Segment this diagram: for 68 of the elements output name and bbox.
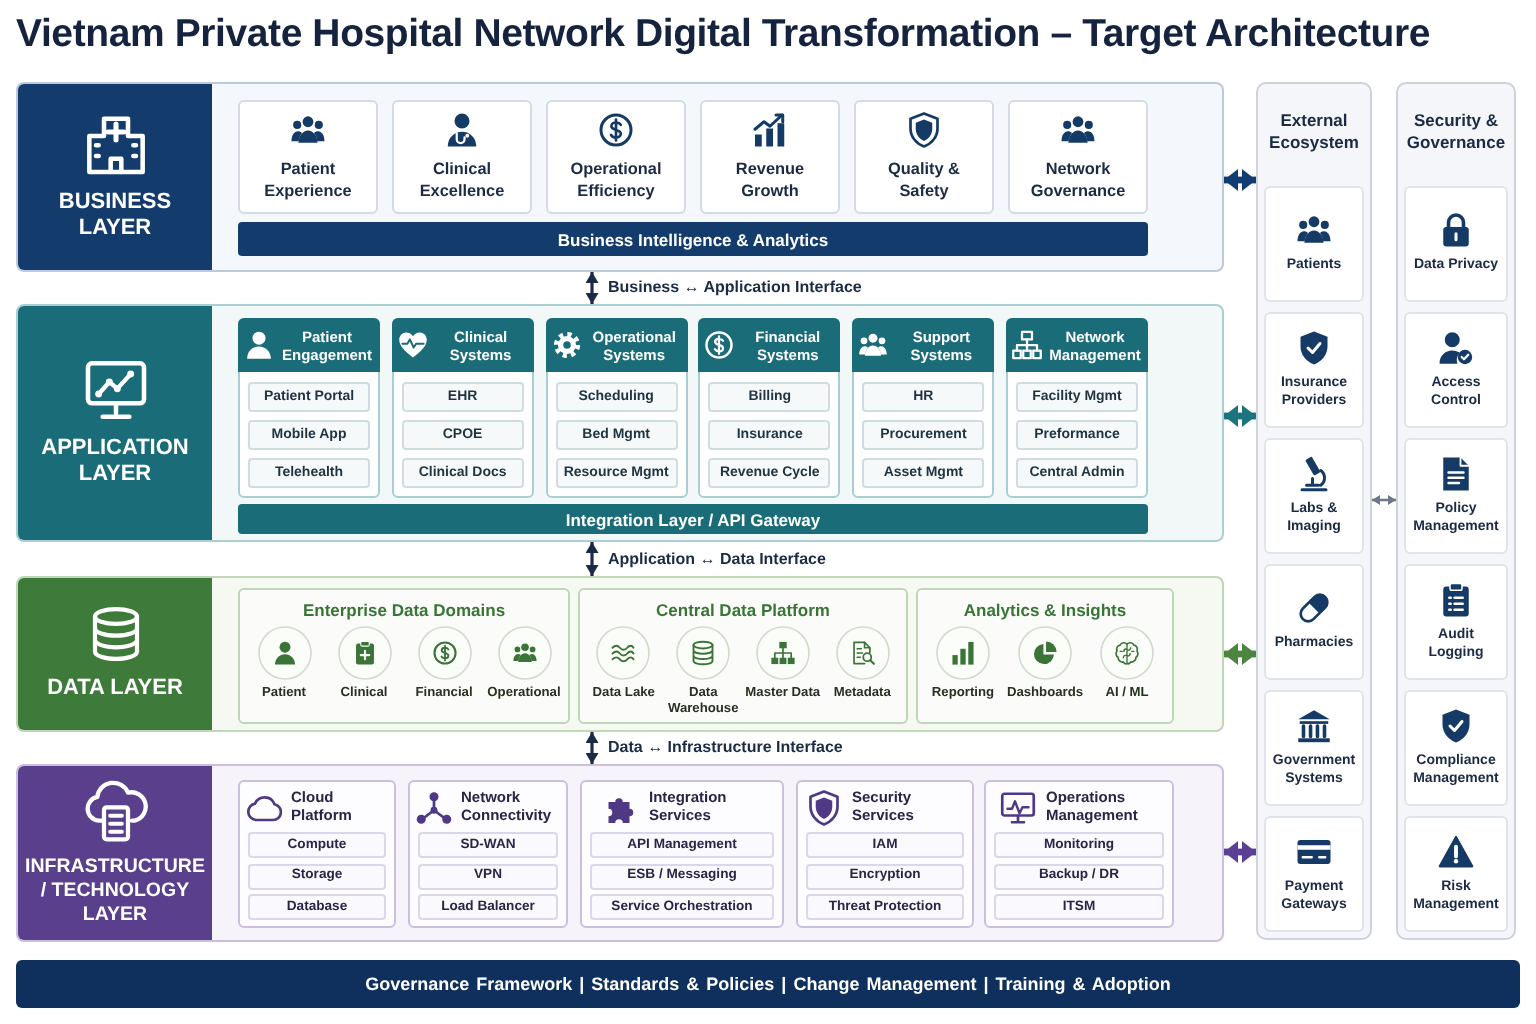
banner-bar: Integration Layer / API Gateway bbox=[238, 504, 1148, 534]
data-panel bbox=[238, 588, 570, 724]
double-arrow bbox=[1224, 173, 1256, 187]
edge-label: Application ↔ Data Interface bbox=[604, 549, 830, 569]
double-arrow bbox=[586, 272, 598, 304]
entity-card bbox=[1264, 816, 1364, 932]
edge-label: Business ↔ Application Interface bbox=[604, 278, 866, 298]
objective-card bbox=[700, 100, 840, 214]
card-title: Clinical Excellence bbox=[419, 160, 505, 199]
banner-bar: Business Intelligence & Analytics bbox=[238, 222, 1148, 256]
entity-card bbox=[1264, 564, 1364, 680]
layer-band bbox=[16, 576, 1224, 732]
double-arrow bbox=[1224, 845, 1256, 859]
column-title: External Ecosystem bbox=[1269, 110, 1359, 153]
system-column bbox=[1006, 318, 1148, 498]
entity-card bbox=[1264, 186, 1364, 302]
entity-card bbox=[1404, 186, 1508, 302]
objective-card bbox=[546, 100, 686, 214]
layer-band bbox=[16, 82, 1224, 272]
side-column bbox=[1256, 82, 1372, 940]
card-title: Revenue Growth bbox=[735, 160, 805, 199]
double-arrow bbox=[1224, 647, 1256, 661]
card-title: Quality & Safety bbox=[888, 160, 960, 199]
double-arrow bbox=[586, 542, 598, 576]
layer-title: BUSINESS LAYER bbox=[58, 189, 172, 240]
entity-card bbox=[1264, 690, 1364, 806]
entity-card bbox=[1404, 816, 1508, 932]
entity-card bbox=[1404, 564, 1508, 680]
edge-label: Data ↔ Infrastructure Interface bbox=[604, 738, 847, 758]
service-panel bbox=[238, 780, 396, 928]
service-panel bbox=[408, 780, 568, 928]
system-column bbox=[698, 318, 841, 498]
footer-bar: Governance Framework | Standards & Policies | Change Management | Training & Adoption bbox=[16, 960, 1520, 1008]
entity-card bbox=[1264, 312, 1364, 428]
service-panel bbox=[796, 780, 974, 928]
system-column bbox=[852, 318, 995, 498]
objective-card bbox=[238, 100, 378, 214]
layer-title: INFRASTRUCTURE / TECHNOLOGY LAYER bbox=[25, 856, 205, 926]
objective-card bbox=[392, 100, 532, 214]
entity-card bbox=[1404, 690, 1508, 806]
data-panel bbox=[578, 588, 908, 724]
layer-band bbox=[16, 764, 1224, 942]
double-arrow bbox=[586, 732, 598, 764]
panel-title: Enterprise Data Domains bbox=[302, 600, 506, 620]
panel-title: Analytics & Insights bbox=[963, 600, 1127, 620]
system-column bbox=[391, 318, 534, 498]
card-title: Patient Experience bbox=[264, 160, 352, 199]
entity-card bbox=[1264, 438, 1364, 554]
service-panel bbox=[580, 780, 784, 928]
column-title: Security & Governance bbox=[1406, 110, 1506, 153]
card-title: Operational Efficiency bbox=[570, 160, 662, 199]
side-column bbox=[1396, 82, 1516, 940]
layer-title: DATA LAYER bbox=[47, 675, 183, 700]
entity-card bbox=[1404, 438, 1508, 554]
layer-band bbox=[16, 304, 1224, 542]
objective-card bbox=[854, 100, 994, 214]
diagram-title: Vietnam Private Hospital Network Digital Transformation – Target Architecture bbox=[16, 12, 1431, 56]
entity-card bbox=[1404, 312, 1508, 428]
service-panel bbox=[984, 780, 1174, 928]
system-column bbox=[238, 318, 380, 498]
system-column bbox=[545, 318, 688, 498]
data-panel bbox=[916, 588, 1174, 724]
card-title: Network Governance bbox=[1030, 160, 1126, 199]
panel-title: Central Data Platform bbox=[656, 600, 830, 620]
objective-card bbox=[1008, 100, 1148, 214]
double-arrow bbox=[1224, 409, 1256, 423]
double-arrow bbox=[1372, 496, 1396, 504]
layer-title: APPLICATION LAYER bbox=[41, 435, 189, 486]
